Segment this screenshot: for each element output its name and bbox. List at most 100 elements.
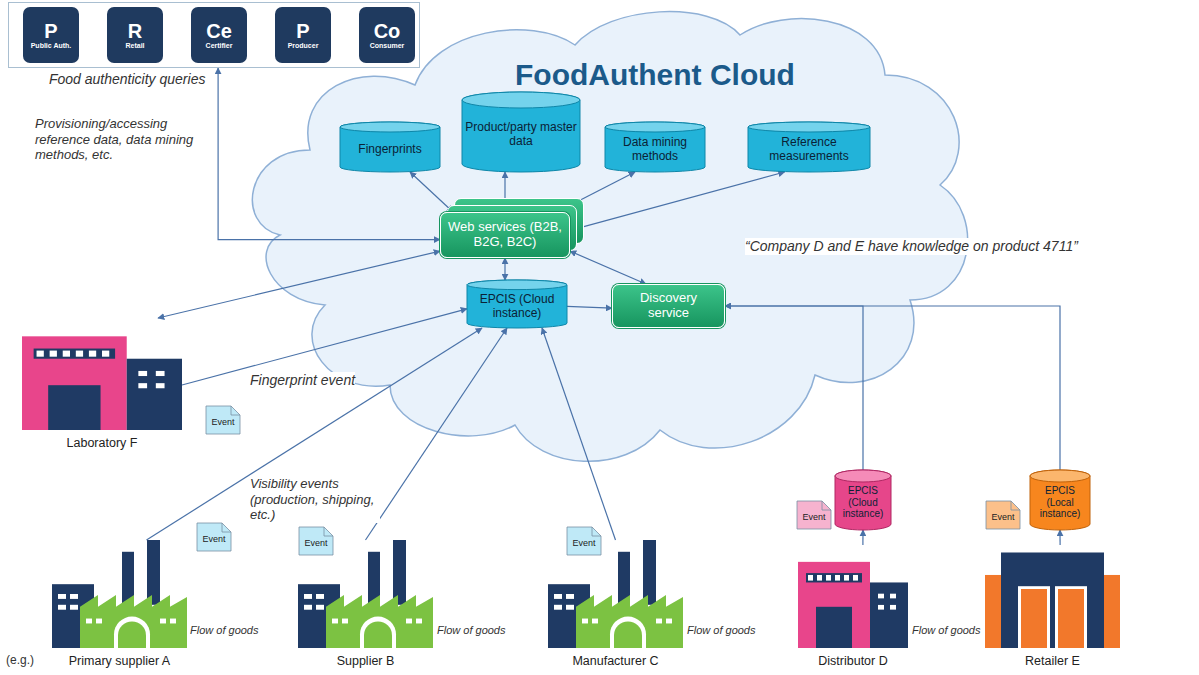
node-box: Food authenticity queriesPPublic Auth.RR… <box>8 2 420 68</box>
document-sheet <box>986 501 1020 529</box>
node-sq: CeCertifier <box>191 7 247 63</box>
node-text: Primary supplier A <box>32 654 207 668</box>
node-ill: Retailer E <box>985 545 1120 670</box>
annotation-label: “Company D and E have knowledge on produ… <box>745 238 1078 255</box>
factory-building <box>52 540 187 648</box>
node-cyl: Data mining methods <box>605 122 705 172</box>
retail-building <box>985 552 1120 648</box>
node-ill: Distributor D <box>798 545 908 670</box>
node-subtext: Public Auth. <box>31 42 72 50</box>
node-doc: Event <box>196 522 232 552</box>
laboratory-building <box>22 336 182 430</box>
text-holder: Reference measurements <box>748 122 870 172</box>
connector <box>567 306 612 308</box>
text-holder: EPCIS (Cloud instance) <box>835 470 891 530</box>
text-holder: Discovery service <box>612 284 725 328</box>
text-holder: Event <box>796 500 832 530</box>
node-sq: PProducer <box>275 7 331 63</box>
node-text: Co <box>374 20 401 42</box>
connector <box>862 530 863 545</box>
node-text: Data mining methods <box>608 136 702 164</box>
node-ill: Primary supplier A <box>52 540 187 670</box>
text-holder: Event <box>566 526 602 556</box>
factory-building <box>298 540 433 648</box>
cylinder-body <box>340 122 440 172</box>
cylinder-body <box>835 470 891 530</box>
text-holder: Product/party master data <box>462 92 580 172</box>
node-cyl: Fingerprints <box>340 122 440 172</box>
node-text: Ce <box>206 20 232 42</box>
document-sheet <box>797 501 831 529</box>
node-sq: PPublic Auth. <box>23 7 79 63</box>
document-fold <box>324 527 333 536</box>
node-ill: Laboratory F <box>22 318 182 452</box>
node-text: Fingerprints <box>358 143 421 157</box>
node-text: Event <box>572 538 595 548</box>
connector <box>410 172 453 212</box>
connector <box>504 258 505 280</box>
node-text: P <box>296 20 309 42</box>
distributor-building <box>798 562 908 648</box>
node-doc: Event <box>796 500 832 530</box>
text-holder: Event <box>985 500 1021 530</box>
node-subtext: Consumer <box>370 42 405 50</box>
cylinder-body <box>1030 470 1090 530</box>
node-subtext: Producer <box>288 42 319 50</box>
node-text: Distributor D <box>778 654 928 668</box>
document-fold <box>222 523 231 532</box>
node-ill: Manufacturer C <box>548 540 683 670</box>
document-sheet <box>197 523 231 551</box>
node-doc: Event <box>985 500 1021 530</box>
node-text: Reference measurements <box>751 136 867 164</box>
node-text: Laboratory F <box>2 436 202 450</box>
annotation-label: Flow of goods <box>190 624 258 637</box>
connector <box>570 251 646 284</box>
connector <box>725 306 1060 470</box>
node-text: EPCIS (Cloud instance) <box>838 485 888 520</box>
text-holder: EPCIS (Cloud instance) <box>467 280 567 328</box>
connector <box>504 172 505 212</box>
cylinder-top <box>467 280 567 290</box>
document-fold <box>231 406 240 415</box>
connector <box>542 328 616 540</box>
document-sheet <box>567 527 601 555</box>
cylinder-body <box>605 122 705 172</box>
cylinder-body <box>467 280 567 328</box>
text-holder: Fingerprints <box>340 122 440 172</box>
document-fold <box>1011 501 1020 510</box>
text-holder: Event <box>196 522 232 552</box>
text-holder: Web services (B2B, B2G, B2C) <box>440 212 570 258</box>
node-text: Event <box>211 417 234 427</box>
node-subtext: Retail <box>125 42 144 50</box>
node-text: P <box>44 20 57 42</box>
node-text: Web services (B2B, B2G, B2C) <box>446 220 564 250</box>
node-text: Manufacturer C <box>528 654 703 668</box>
connector <box>158 251 440 318</box>
annotation-label: (e.g.) <box>6 653 34 667</box>
text-holder: Event <box>205 405 241 435</box>
node-ill: Supplier B <box>298 540 433 670</box>
node-cyl: EPCIS (Cloud instance) <box>835 470 891 530</box>
node-text: Retailer E <box>965 654 1140 668</box>
node-text: R <box>128 20 142 42</box>
annotation-label: Flow of goods <box>687 624 755 637</box>
node-text: FoodAuthent Cloud <box>515 58 795 92</box>
node-text: EPCIS (Cloud instance) <box>470 293 564 321</box>
factory-building <box>548 540 683 648</box>
connector <box>218 68 440 240</box>
document-fold <box>822 501 831 510</box>
node-green: Discovery service <box>612 284 725 328</box>
text-holder: EPCIS (Local instance) <box>1030 470 1090 530</box>
node-text: Discovery service <box>618 291 719 321</box>
node-text: Event <box>304 538 327 548</box>
annotation-label: Fingerprint event <box>250 372 355 389</box>
connector <box>570 172 785 230</box>
cylinder-top <box>462 92 580 108</box>
node-doc: Event <box>205 405 241 435</box>
connector <box>557 172 635 212</box>
annotation-label: Flow of goods <box>912 624 980 637</box>
node-sq: CoConsumer <box>359 7 415 63</box>
text-holder: Data mining methods <box>605 122 705 172</box>
